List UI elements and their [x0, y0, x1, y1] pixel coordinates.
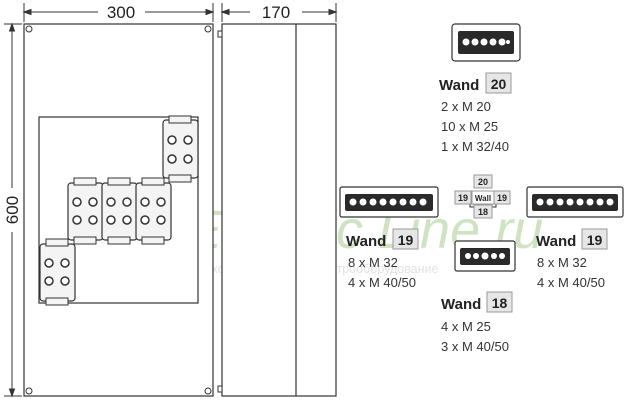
wall-right-graphic	[526, 186, 624, 218]
wall-right-entry: 8 x M 32	[537, 255, 587, 270]
wall-bottom-entry: 3 x M 40/50	[441, 339, 509, 354]
wall-left-title: Wand	[346, 233, 386, 250]
wall-key-bottom-badge	[473, 204, 493, 219]
wall-key-left-badge	[454, 190, 472, 205]
wall-left-number-badge	[392, 228, 419, 250]
wall-right-title: Wand	[536, 233, 576, 250]
wall-key-right: 19	[497, 193, 507, 203]
dimension-width	[22, 3, 215, 22]
terminal-block	[162, 115, 199, 183]
wall-key-center-badge	[471, 190, 495, 205]
dimension-depth-label: 170	[262, 3, 290, 22]
wall-key-top-badge	[473, 174, 493, 189]
corner-screw-icon	[204, 387, 212, 395]
hinge	[217, 385, 223, 393]
terminal-block	[101, 177, 138, 245]
dimension-width-label: 300	[107, 3, 135, 22]
wall-right-number-badge	[581, 228, 608, 250]
mounting-plate	[38, 116, 199, 304]
wall-left-entry: 4 x M 40/50	[348, 275, 416, 290]
wall-key-label: Wall	[475, 194, 491, 203]
corner-screw-icon	[25, 387, 33, 395]
wall-bottom-title: Wand	[441, 296, 481, 313]
wall-key	[454, 174, 511, 219]
wall-right-number: 19	[587, 232, 603, 248]
side-view	[217, 23, 337, 397]
wall-left-number: 19	[398, 232, 414, 248]
dimension-height	[4, 22, 22, 398]
wall-right-entry: 4 x M 40/50	[537, 275, 605, 290]
wall-bottom-graphic	[454, 240, 516, 272]
wall-bottom-number: 18	[492, 295, 508, 311]
wall-key-left: 19	[458, 193, 468, 203]
wall-key-top: 20	[478, 177, 488, 187]
wall-left-entry: 8 x M 32	[348, 255, 398, 270]
front-view	[23, 23, 214, 397]
wall-top-entry: 10 x M 25	[441, 119, 498, 134]
corner-screw-icon	[25, 25, 33, 33]
terminal-block	[39, 238, 76, 306]
wall-top-title: Wand	[439, 77, 479, 94]
wall-top-entry: 1 x M 32/40	[441, 139, 509, 154]
dimension-depth	[220, 3, 338, 22]
wall-top-entry: 2 x M 20	[441, 99, 491, 114]
hinge	[217, 30, 223, 38]
terminal-block	[67, 177, 104, 245]
enclosure-side	[221, 23, 337, 397]
dimension-height-label: 600	[3, 196, 22, 224]
wall-left-graphic	[339, 186, 439, 218]
wall-top-number-badge	[485, 72, 512, 94]
wall-bottom-entry: 4 x M 25	[441, 319, 491, 334]
corner-screw-icon	[204, 25, 212, 33]
wall-key-bottom: 18	[478, 207, 488, 217]
wall-top-number: 20	[491, 76, 507, 92]
wall-bottom-number-badge	[486, 291, 513, 313]
terminal-block	[135, 177, 172, 245]
wall-top-graphic	[451, 23, 521, 62]
